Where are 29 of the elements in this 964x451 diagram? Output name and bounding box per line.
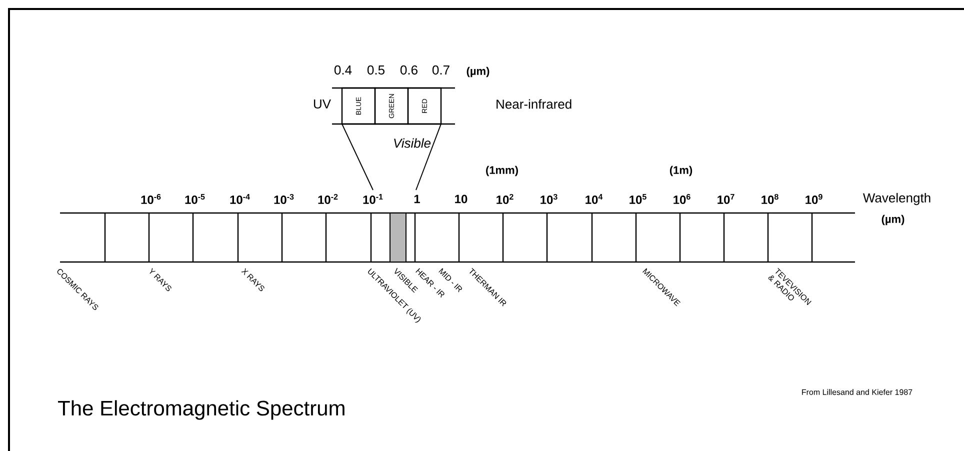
source-note: From Lillesand and Kiefer 1987: [802, 389, 912, 395]
scale-label: 0.4: [334, 65, 352, 75]
tick-label: 10$^{3}$: [540, 194, 558, 204]
tick-label: 10$^{9}$: [806, 194, 822, 204]
tick-label: 1: [414, 194, 420, 204]
unit-label: (µm): [466, 66, 490, 78]
scale-label: 0.5: [367, 65, 384, 75]
tick-label: 10$^{5}$: [630, 194, 646, 204]
tick-label: 10$^{8}$: [762, 194, 778, 204]
tick-label: 10$^{4}$: [586, 194, 603, 204]
scale-label: Near-infrared: [496, 99, 572, 109]
visible-label: Visible: [394, 138, 431, 148]
tick-label: 10$^{6}$: [674, 194, 690, 204]
tick-label: 10$^{-2}$: [318, 194, 338, 204]
unit-label: (1mm): [486, 166, 518, 176]
tick-label: 10$^{7}$: [718, 194, 734, 204]
tick-label: 10$^{-1}$: [363, 194, 383, 204]
unit-label: (1m): [670, 166, 692, 176]
tick-label: 10$^{2}$: [496, 194, 514, 204]
tick-label: 10$^{-3}$: [274, 194, 294, 204]
unit-label: (µm): [882, 214, 904, 226]
tick-label: 10: [455, 194, 468, 204]
scale-label: 0.6: [400, 65, 418, 75]
scale-label: Wavelength: [862, 192, 930, 206]
tick-label: 10$^{-6}$: [141, 194, 161, 204]
tick-label: 10$^{-5}$: [185, 194, 205, 204]
tick-label: 10$^{-4}$: [230, 194, 250, 204]
title: The Electromagnetic Spectrum: [58, 400, 344, 420]
scale-label: 0.7: [432, 65, 450, 75]
